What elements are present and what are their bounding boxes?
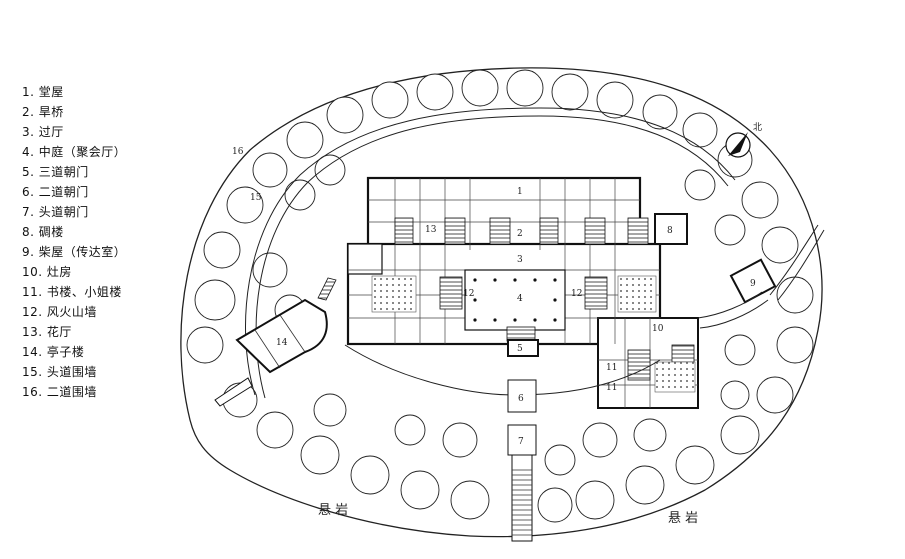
side-stair: [317, 277, 337, 301]
legend-item: 12. 风火山墙: [22, 305, 97, 319]
legend-item: 3. 过厅: [22, 125, 64, 139]
inner-wall-outer: [244, 107, 736, 396]
right-path: [697, 291, 769, 329]
legend-item: 6. 二道朝门: [22, 185, 89, 199]
right-descent: [769, 224, 825, 301]
plan-label: 12: [571, 289, 582, 299]
plan-label: 6: [518, 394, 524, 404]
legend-item: 7. 头道朝门: [22, 205, 89, 219]
plan-label: 8: [667, 226, 673, 236]
legend-item: 9. 柴屋（传达室）: [22, 245, 127, 259]
site-boundary: [180, 67, 823, 538]
plan-label: 15: [250, 193, 262, 203]
cliff-label: 悬 岩: [318, 503, 348, 518]
plan-label: 12: [463, 289, 474, 299]
path-steps: [512, 469, 532, 536]
legend-item: 2. 旱桥: [22, 105, 64, 119]
left-walkway: [214, 377, 253, 407]
legend-item: 14. 亭子楼: [22, 345, 85, 359]
plan-label: 2: [517, 229, 523, 239]
inner-wall-inner: [255, 115, 729, 399]
legend-item: 4. 中庭（聚会厅）: [22, 145, 127, 159]
north-label: 北: [753, 122, 762, 133]
tree-canopy: [186, 69, 814, 523]
north-arrow-icon: [725, 132, 751, 158]
legend-item: 11. 书楼、小姐楼: [22, 285, 122, 299]
plan-label: 9: [750, 279, 756, 289]
third-gate: [507, 339, 539, 357]
plan-label: 14: [276, 338, 288, 348]
plan-label: 1: [517, 187, 523, 197]
stair-hatch: [394, 217, 695, 381]
pavilion-building: [235, 298, 328, 374]
watchtower: [654, 213, 688, 245]
firewood-house: [729, 258, 777, 304]
plan-label: 4: [517, 294, 523, 304]
axial-path: [507, 379, 537, 542]
plan-label: 5: [517, 344, 523, 354]
legend-item: 5. 三道朝门: [22, 165, 89, 179]
legend-item: 15. 头道围墙: [22, 365, 97, 379]
legend-item: 1. 堂屋: [22, 85, 64, 99]
plan-label: 16: [232, 147, 244, 157]
legend-item: 10. 灶房: [22, 265, 72, 279]
plan-label: 11: [606, 363, 617, 373]
plan-label: 11: [606, 383, 617, 393]
plan-label: 3: [517, 255, 523, 265]
cliff-label: 悬 岩: [668, 511, 698, 526]
plan-label: 7: [518, 437, 524, 447]
plan-label: 10: [652, 324, 664, 334]
legend-item: 13. 花厅: [22, 325, 72, 339]
plan-label: 13: [425, 225, 437, 235]
legend-item: 16. 二道围墙: [22, 385, 97, 399]
garden-patch: [371, 275, 696, 393]
courtyard-columns: [473, 278, 557, 322]
legend-list: 1. 堂屋 2. 旱桥 3. 过厅 4. 中庭（聚会厅） 5. 三道朝门 6. …: [22, 82, 126, 402]
legend-item: 8. 碉楼: [22, 225, 64, 239]
